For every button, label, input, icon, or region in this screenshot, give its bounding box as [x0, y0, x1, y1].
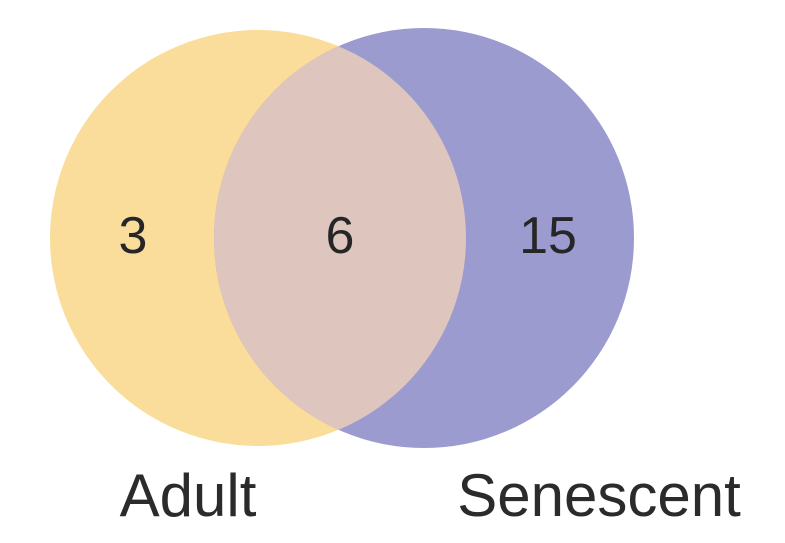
- venn-count-intersection: 6: [325, 207, 355, 265]
- venn-set-label-adult: Adult: [119, 462, 257, 529]
- venn-set-label-senescent: Senescent: [457, 462, 741, 529]
- venn-intersection-fill: [214, 30, 466, 446]
- venn-count-senescent-only: 15: [519, 207, 577, 265]
- venn-count-adult-only: 3: [118, 207, 148, 265]
- venn-intersection-region[interactable]: [214, 28, 634, 448]
